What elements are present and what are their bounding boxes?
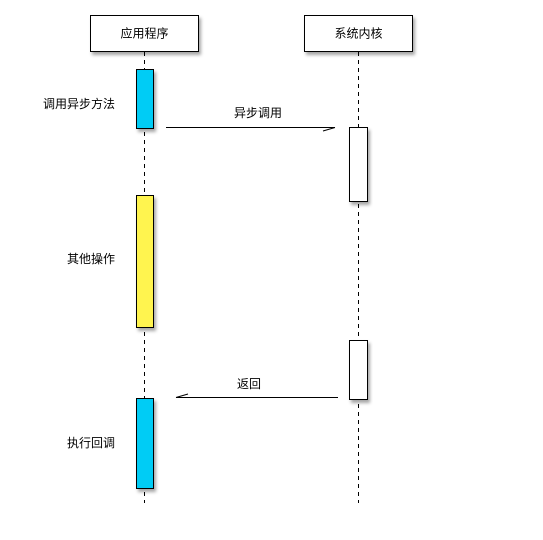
participant-kernel: 系统内核 (304, 15, 413, 52)
activation-call-async (136, 69, 154, 129)
activation-exec-callback (136, 398, 154, 489)
participant-app-label: 应用程序 (120, 26, 168, 41)
message-async-call-arrowhead (322, 127, 336, 132)
activation-kernel-process (349, 127, 368, 202)
step-exec-callback-label: 执行回调 (67, 436, 115, 450)
message-async-call: 异步调用 (166, 106, 336, 132)
participant-app: 应用程序 (90, 15, 199, 52)
message-async-call-label: 异步调用 (234, 106, 282, 120)
activation-other-ops (136, 195, 154, 328)
message-return-arrowhead (175, 393, 189, 398)
activation-kernel-return (349, 340, 368, 400)
step-other-ops-label: 其他操作 (67, 251, 115, 266)
step-call-async-label: 调用异步方法 (43, 96, 115, 111)
message-return-label: 返回 (237, 377, 261, 391)
message-return: 返回 (175, 377, 338, 398)
participant-kernel-label: 系统内核 (334, 27, 382, 41)
